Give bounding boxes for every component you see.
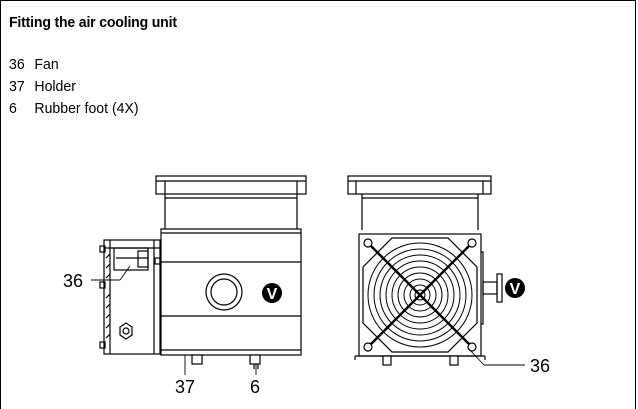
- legend-list: 36 Fan 37 Holder 6 Rubber foot (4X): [9, 56, 147, 122]
- rubber-foot: [249, 354, 261, 365]
- rubber-foot: [449, 355, 459, 366]
- vent-marker-label: V: [510, 281, 521, 298]
- legend-text: Holder: [34, 78, 76, 95]
- fan-grille: [367, 242, 473, 348]
- figure-title: Fitting the air cooling unit: [9, 14, 177, 31]
- callout-foot: 6: [250, 377, 260, 397]
- callout-fan: 36: [530, 356, 550, 376]
- pump-side-view: [91, 175, 307, 375]
- vent-marker-label: V: [267, 286, 278, 303]
- screw-icon: [467, 342, 477, 352]
- hex-nut: [119, 322, 133, 340]
- rubber-foot: [191, 354, 203, 365]
- legend-text: Rubber foot (4X): [34, 100, 139, 117]
- top-flange: [155, 175, 307, 195]
- screw-icon: [467, 238, 477, 248]
- vent-marker: V: [505, 278, 525, 298]
- callout-holder: 37: [175, 377, 195, 397]
- top-flange: [347, 175, 492, 195]
- legend-text: Fan: [34, 56, 59, 73]
- vent-marker: V: [262, 283, 282, 303]
- legend-item: 36 Fan: [9, 56, 139, 78]
- legend-item: 37 Holder: [9, 78, 139, 100]
- side-fan-holder: [99, 239, 161, 355]
- pump-fan-view: [347, 175, 525, 366]
- callout-fan: 36: [63, 271, 83, 291]
- legend-number: 37: [9, 78, 25, 95]
- legend-number: 6: [9, 100, 17, 117]
- legend-item: 6 Rubber foot (4X): [9, 100, 139, 122]
- legend-number: 36: [9, 56, 25, 73]
- screw-icon: [363, 238, 373, 248]
- fan-guard: [362, 237, 478, 353]
- screw-icon: [363, 342, 373, 352]
- rubber-foot: [382, 355, 392, 366]
